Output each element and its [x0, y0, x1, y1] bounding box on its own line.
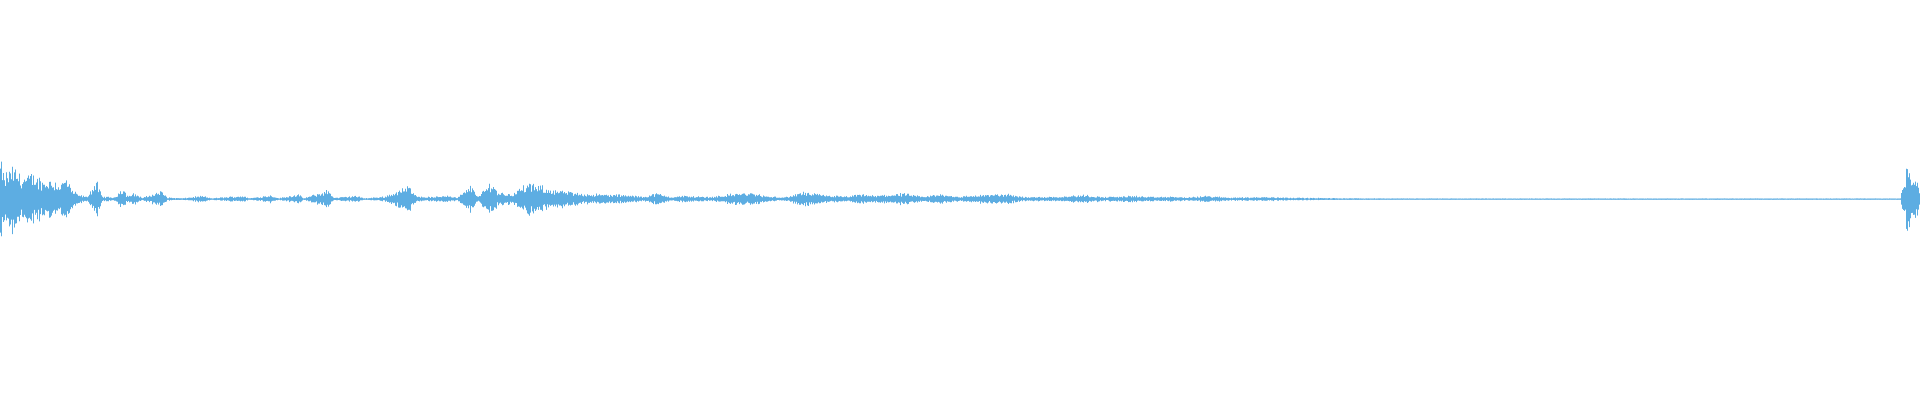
- waveform-signal: [0, 161, 1920, 237]
